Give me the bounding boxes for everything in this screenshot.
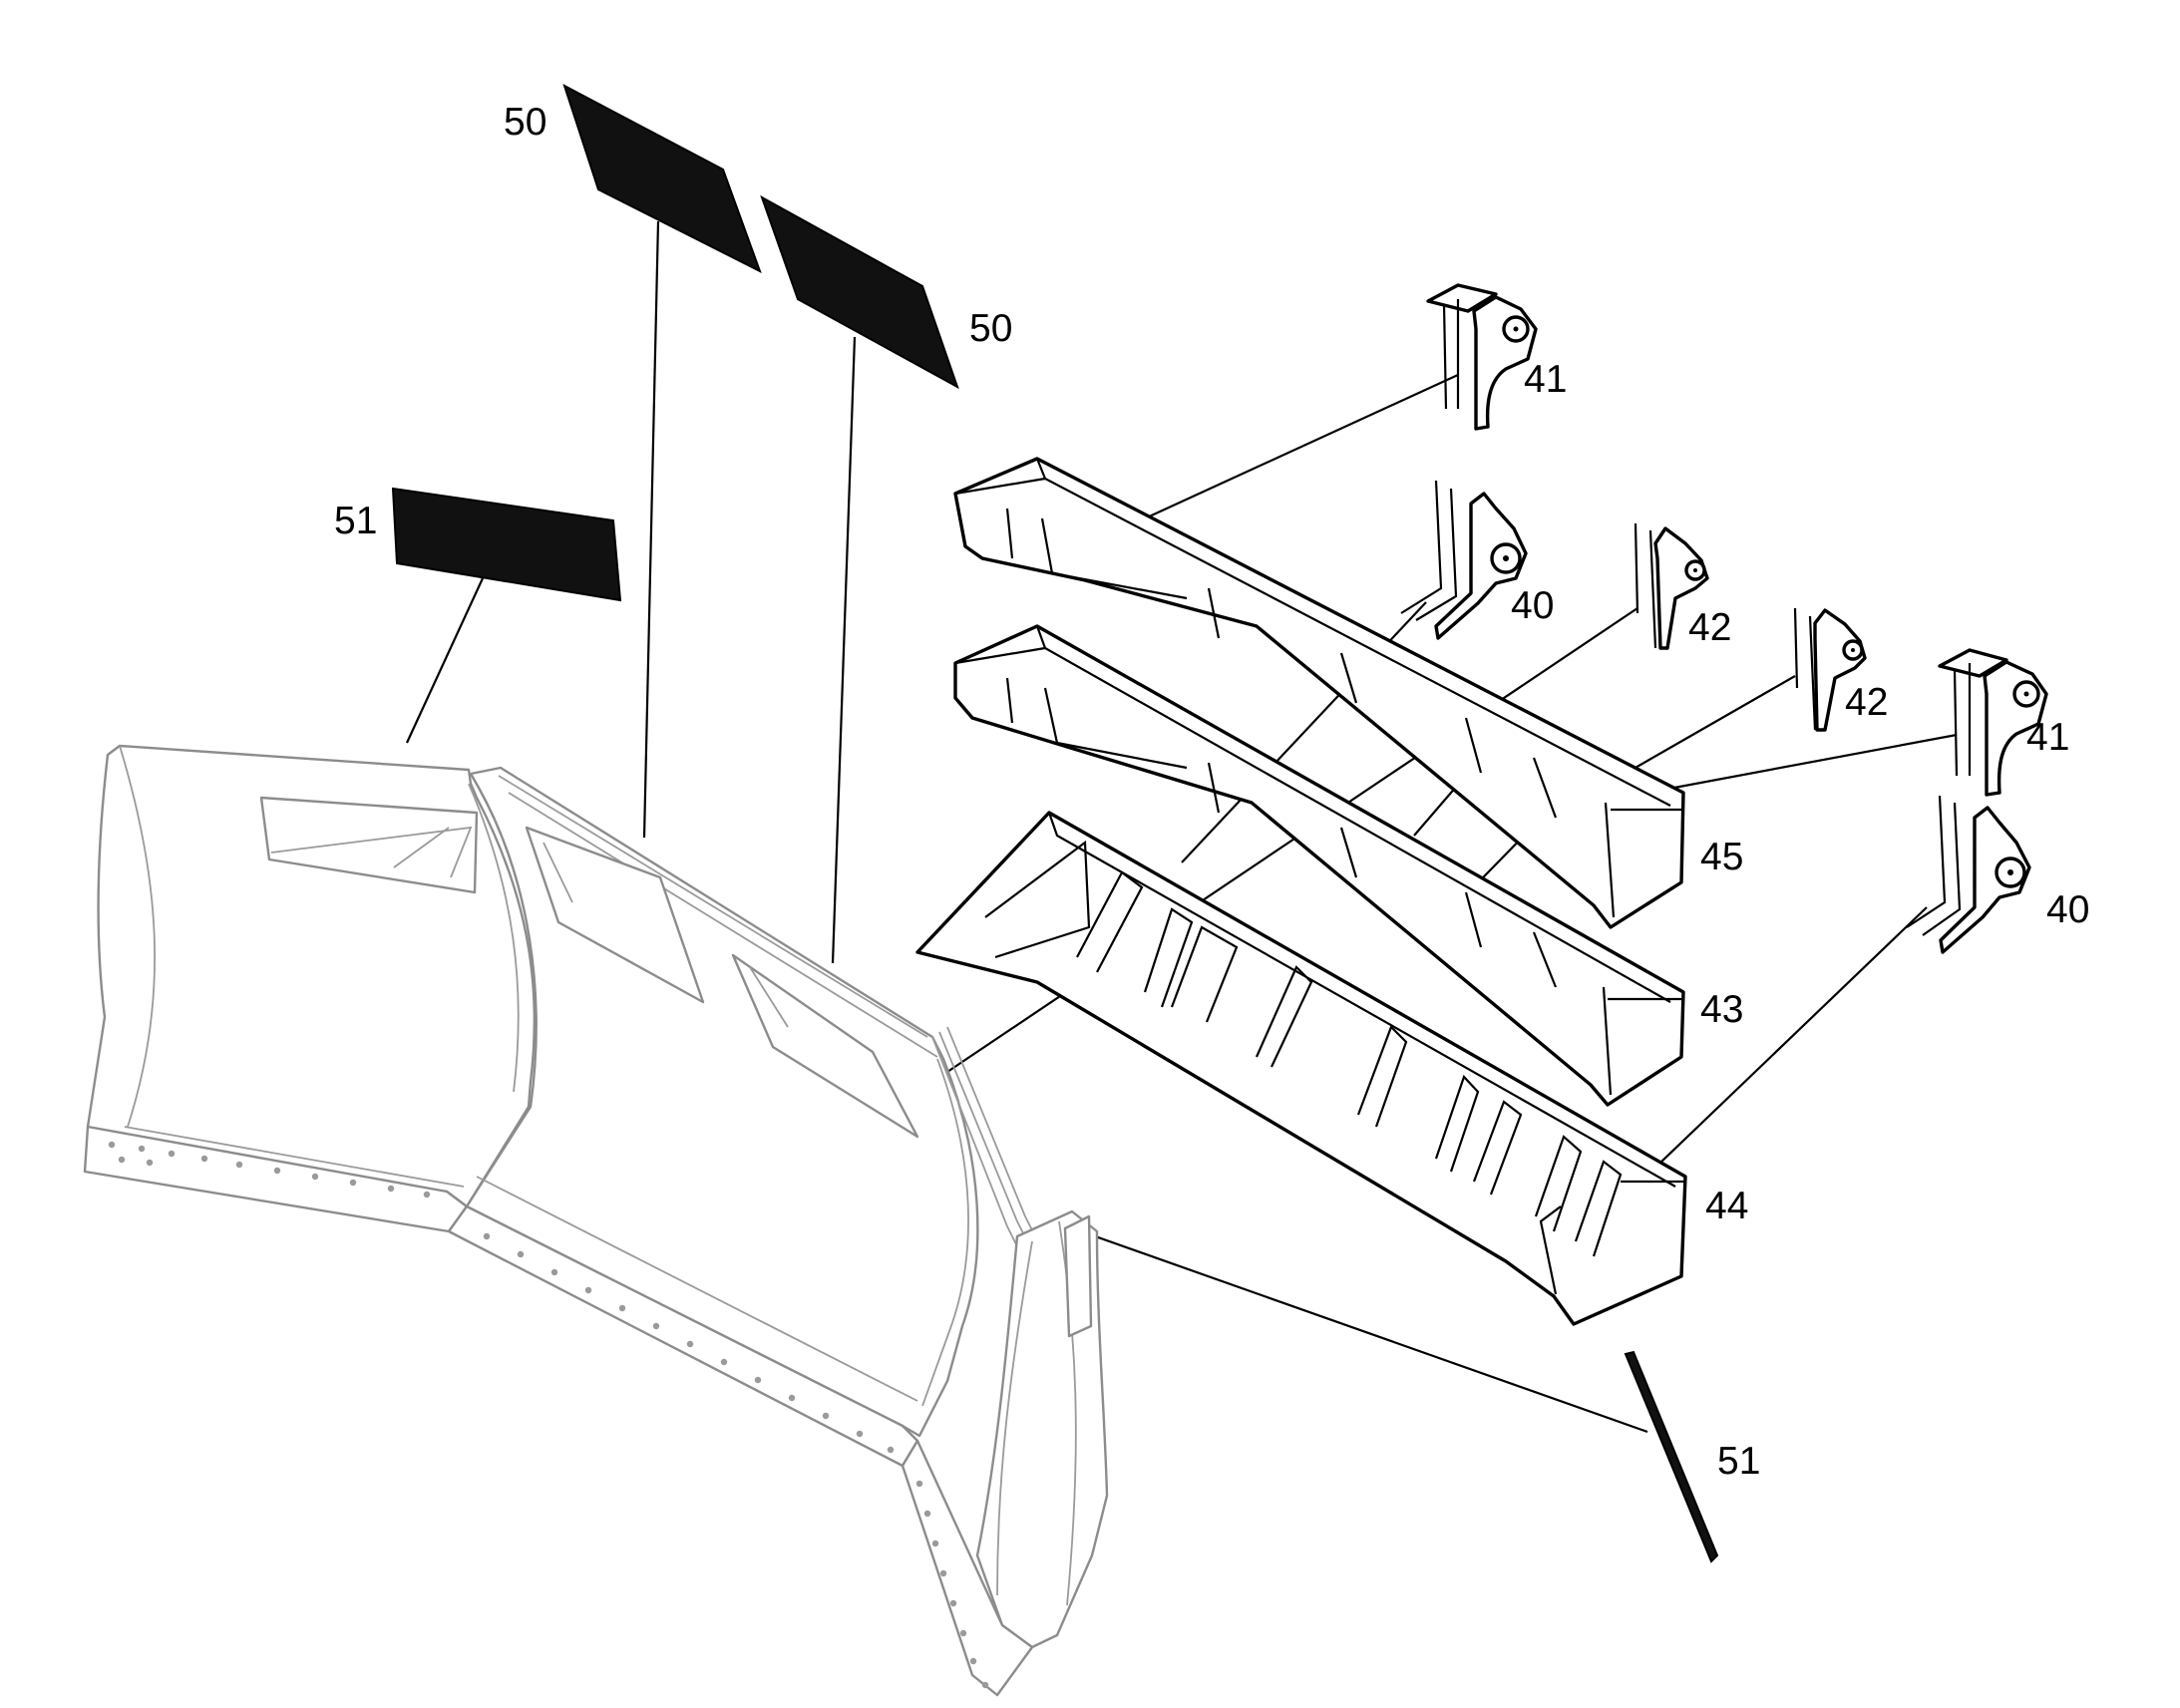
label-42-right: 42 [1845, 681, 1888, 724]
reference-numerals: 50 50 51 41 40 42 42 41 45 40 43 44 51 [334, 101, 2089, 1483]
label-50-top-right: 50 [969, 307, 1012, 350]
blade-window-left [259, 796, 479, 894]
blade-window-right [731, 953, 919, 1139]
bracket-42-left [1634, 522, 1709, 650]
leader-41-upper [1144, 374, 1459, 519]
mesh-panels [391, 83, 1719, 1563]
blade-bolt-holes [108, 1141, 989, 1689]
bracket-40-upper [1400, 480, 1528, 640]
label-42-left: 42 [1688, 606, 1731, 649]
label-41-lower: 41 [2026, 716, 2069, 759]
blade-right-bracket [1063, 1214, 1093, 1338]
label-43: 43 [1700, 988, 1743, 1031]
leader-41-lower [1646, 733, 1958, 795]
mesh-panel-51-upper [391, 487, 622, 602]
label-51-left: 51 [334, 500, 377, 542]
leader-51-lower [1066, 1224, 1648, 1434]
blade-assembly [83, 744, 1109, 1697]
mesh-panel-50-left [562, 83, 762, 274]
label-51-lower-right: 51 [1717, 1440, 1760, 1483]
leader-40-lower [1635, 906, 1928, 1188]
label-40-upper: 40 [1511, 584, 1554, 627]
label-50-top-left: 50 [504, 101, 546, 144]
label-41-upper: 41 [1524, 358, 1567, 401]
bracket-40-lower [1906, 795, 2031, 954]
label-40-lower: 40 [2046, 888, 2089, 931]
beam-44 [915, 811, 1687, 1326]
leader-50-right [831, 336, 857, 964]
label-44: 44 [1705, 1185, 1748, 1227]
leader-50-left [642, 220, 660, 839]
mesh-panel-50-right [760, 194, 959, 390]
bracket-41-upper [1426, 283, 1538, 431]
label-45: 45 [1700, 836, 1743, 878]
leader-51-left [406, 577, 484, 744]
beam-45 [953, 457, 1685, 929]
bracket-41-lower [1938, 648, 2048, 797]
bracket-42-right [1793, 607, 1867, 732]
blade-window-center [525, 826, 705, 1004]
blade-cutting-edge-right [901, 1439, 1034, 1697]
mesh-strip-51-lower [1624, 1350, 1719, 1563]
beam-43 [953, 624, 1685, 1107]
